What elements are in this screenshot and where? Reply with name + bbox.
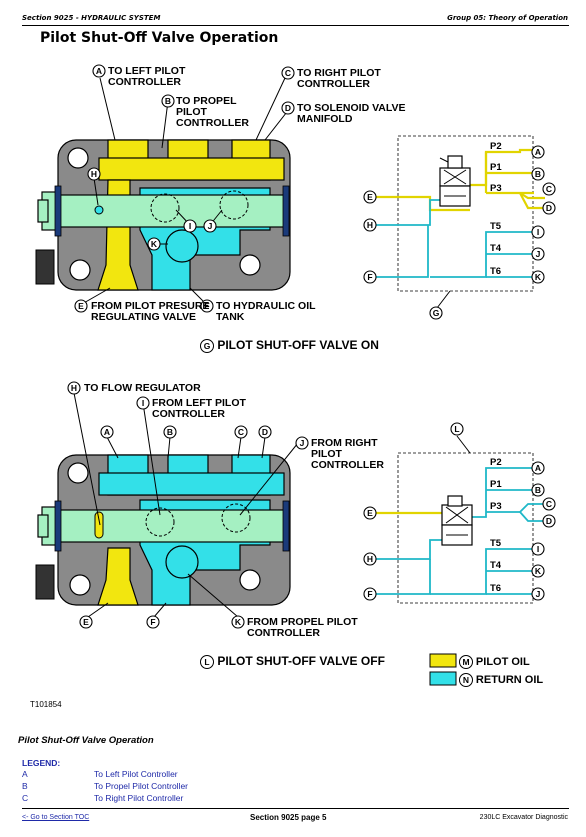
svg-text:A: A — [535, 463, 541, 473]
svg-text:E: E — [367, 508, 373, 518]
label-b-top: TO PROPEL PILOT CONTROLLER — [176, 95, 249, 129]
svg-text:P3: P3 — [490, 183, 502, 194]
svg-text:J: J — [300, 438, 305, 448]
callout-g: G — [200, 338, 214, 353]
section-toc-link[interactable]: <- Go to Section TOC — [22, 814, 90, 821]
group-header: Group 05: Theory of Operation — [447, 14, 568, 22]
svg-text:T6: T6 — [490, 266, 501, 277]
svg-text:C: C — [238, 427, 244, 437]
header-divider — [22, 25, 569, 26]
svg-text:P1: P1 — [490, 479, 502, 490]
label-d-top: TO SOLENOID VALVE MANIFOLD — [297, 102, 406, 125]
svg-text:I: I — [537, 227, 539, 237]
legend-pilot-oil: M PILOT OIL — [459, 655, 530, 669]
svg-text:B: B — [535, 485, 541, 495]
svg-text:P3: P3 — [490, 501, 502, 512]
callout-m: M — [459, 655, 473, 669]
svg-text:K: K — [535, 566, 542, 576]
valve-off-callouts: H I J A B C D E F K — [67, 381, 309, 629]
svg-text:F: F — [367, 589, 372, 599]
svg-text:K: K — [235, 617, 242, 627]
svg-text:A: A — [96, 66, 102, 76]
valve-on-callouts: A B C D H I J K E F — [74, 64, 295, 313]
label-k-bottom: FROM PROPEL PILOT CONTROLLER — [247, 616, 358, 639]
svg-text:T4: T4 — [490, 560, 502, 571]
svg-text:C: C — [285, 68, 291, 78]
svg-text:D: D — [262, 427, 268, 437]
return-oil-swatch — [429, 671, 457, 686]
label-a-top: TO LEFT PILOT CONTROLLER — [108, 65, 186, 88]
caption-valve-off: L PILOT SHUT-OFF VALVE OFF — [200, 654, 385, 669]
section-header: Section 9025 - HYDRAULIC SYSTEM — [22, 14, 161, 22]
legend-title: LEGEND: — [22, 758, 61, 768]
svg-text:D: D — [285, 103, 291, 113]
footer-divider — [22, 808, 569, 809]
svg-text:K: K — [151, 239, 158, 249]
legend-return-oil: N RETURN OIL — [459, 673, 543, 687]
svg-text:P1: P1 — [490, 162, 502, 173]
svg-text:H: H — [71, 383, 77, 393]
svg-text:P2: P2 — [490, 457, 502, 468]
svg-text:L: L — [454, 424, 459, 434]
svg-text:B: B — [535, 169, 541, 179]
svg-text:C: C — [546, 499, 552, 509]
svg-text:G: G — [433, 308, 440, 318]
figure-id: T101854 — [30, 700, 62, 709]
manual-title: 230LC Excavator Diagnostic — [479, 814, 568, 821]
svg-text:J: J — [208, 221, 213, 231]
label-c-top: TO RIGHT PILOT CONTROLLER — [297, 67, 381, 90]
label-f-top: TO HYDRAULIC OIL TANK — [216, 300, 316, 323]
svg-text:H: H — [91, 169, 97, 179]
label-e-top: FROM PILOT PRESURE REGULATING VALVE — [91, 300, 210, 323]
svg-text:B: B — [167, 427, 173, 437]
svg-text:E: E — [367, 192, 373, 202]
label-i-bottom: FROM LEFT PILOT CONTROLLER — [152, 397, 246, 420]
page-title: Pilot Shut-Off Valve Operation — [40, 30, 279, 46]
section-caption: Pilot Shut-Off Valve Operation — [18, 735, 154, 746]
svg-text:J: J — [536, 249, 541, 259]
valve-on-body — [35, 139, 291, 291]
svg-text:P2: P2 — [490, 141, 502, 152]
svg-text:H: H — [367, 554, 373, 564]
svg-text:A: A — [535, 147, 541, 157]
schematic-off: P2 P1 P3 T5 T4 T6 A B C D I K J E H F L — [363, 422, 556, 604]
svg-text:F: F — [204, 301, 209, 311]
svg-text:J: J — [536, 589, 541, 599]
svg-text:F: F — [150, 617, 155, 627]
svg-text:T6: T6 — [490, 583, 501, 594]
svg-text:A: A — [104, 427, 110, 437]
svg-text:H: H — [367, 220, 373, 230]
svg-text:T5: T5 — [490, 538, 502, 549]
svg-text:E: E — [78, 301, 84, 311]
caption-valve-on: G PILOT SHUT-OFF VALVE ON — [200, 338, 379, 353]
callout-n: N — [459, 673, 473, 687]
svg-text:E: E — [83, 617, 89, 627]
svg-text:D: D — [546, 516, 552, 526]
label-h-bottom: TO FLOW REGULATOR — [84, 382, 201, 394]
pilot-oil-swatch — [429, 653, 457, 668]
svg-text:T5: T5 — [490, 221, 502, 232]
page-number: Section 9025 page 5 — [250, 813, 327, 822]
label-j-bottom: FROM RIGHT PILOT CONTROLLER — [311, 437, 384, 471]
svg-text:F: F — [367, 272, 372, 282]
callout-l: L — [200, 654, 214, 669]
valve-off-body — [35, 454, 291, 606]
svg-text:C: C — [546, 184, 552, 194]
svg-text:T4: T4 — [490, 243, 502, 254]
valve-off-leaders — [73, 392, 299, 618]
svg-text:K: K — [535, 272, 542, 282]
svg-text:I: I — [189, 221, 191, 231]
svg-text:I: I — [142, 398, 144, 408]
svg-text:D: D — [546, 203, 552, 213]
schematic-on: P2 P1 P3 T5 T4 T6 A B C D I J K E H F G — [363, 135, 556, 320]
svg-text:B: B — [165, 96, 171, 106]
svg-text:I: I — [537, 544, 539, 554]
